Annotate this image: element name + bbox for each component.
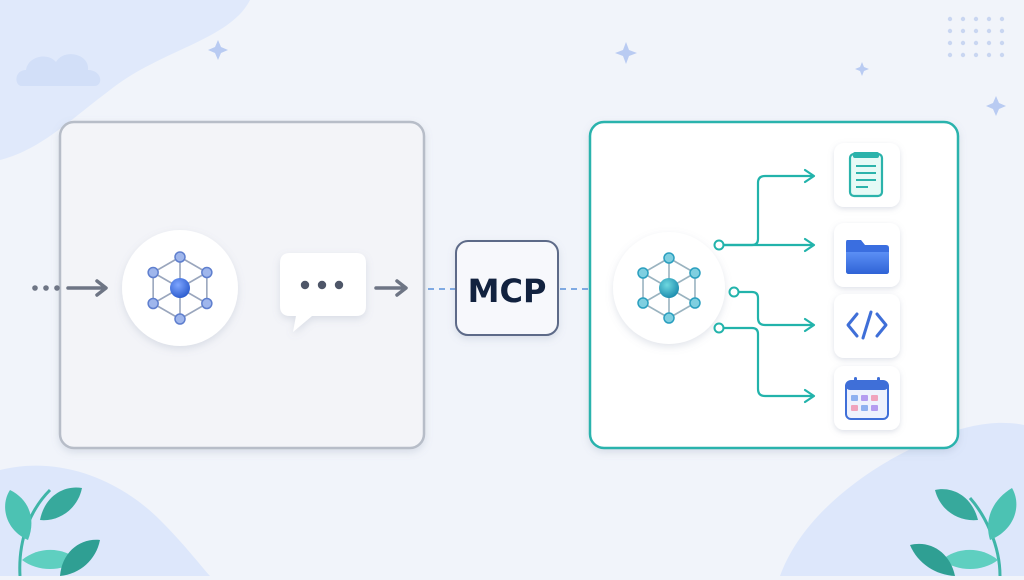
leaf-plant-right-icon <box>910 488 1017 577</box>
tool-card-calendar <box>834 366 900 430</box>
decor-dot <box>960 40 966 46</box>
bg-blob-top-left <box>0 0 250 160</box>
hub-node <box>201 266 213 279</box>
decor-dot <box>960 16 966 22</box>
connector-ports <box>713 239 740 334</box>
hub-center-node <box>170 278 190 298</box>
decor-dot <box>947 16 953 22</box>
hub-node <box>663 252 675 264</box>
hub-node <box>637 267 649 279</box>
decor-dot <box>999 40 1005 46</box>
mcp-label: MCP <box>468 272 547 310</box>
decor-dot <box>986 28 992 34</box>
client-outgoing-arrow <box>374 279 408 297</box>
decor-dot <box>960 52 966 58</box>
hub-node <box>174 251 186 263</box>
hub-center-node <box>659 278 679 298</box>
decor-dot <box>999 28 1005 34</box>
decor-dot <box>973 16 979 22</box>
hub-node <box>147 297 159 310</box>
code-icon <box>846 310 888 340</box>
decor-dot <box>960 28 966 34</box>
decor-dot <box>999 16 1005 22</box>
decor-dot <box>947 40 953 46</box>
decor-dot <box>986 40 992 46</box>
cloud-icon <box>16 54 101 86</box>
hub-node <box>201 297 213 310</box>
tool-connectors <box>717 168 816 404</box>
calendar-icon <box>845 377 889 420</box>
tool-card-notepad <box>834 143 900 207</box>
incoming-arrow <box>32 279 108 297</box>
network-hub-icon <box>147 251 213 325</box>
dot-grid-decor <box>947 16 1005 58</box>
hub-node <box>689 297 701 309</box>
decor-dot <box>973 40 979 46</box>
decor-dot <box>947 52 953 58</box>
tool-card-code <box>834 294 900 358</box>
hub-node <box>689 267 701 279</box>
hub-node <box>147 266 159 279</box>
mcp-box: MCP <box>455 240 559 336</box>
decor-dot <box>986 52 992 58</box>
connector-code <box>732 290 814 327</box>
server-hub <box>613 232 725 344</box>
hub-node <box>174 313 186 325</box>
client-hub <box>122 230 238 346</box>
leaf-plant-left-icon <box>5 487 100 577</box>
decor-dot <box>986 16 992 22</box>
notepad-icon <box>848 152 884 198</box>
bg-blob-bottom-left <box>0 465 210 576</box>
hub-node <box>663 312 675 324</box>
sparkle-icon <box>208 40 1006 116</box>
decor-dot <box>947 28 953 34</box>
hub-node <box>637 297 649 309</box>
client-panel <box>58 120 426 450</box>
bg-blob-bottom-right <box>780 422 1024 576</box>
decor-dot <box>973 28 979 34</box>
chat-bubble-icon <box>280 253 366 332</box>
decor-dot <box>999 52 1005 58</box>
folder-icon <box>846 240 889 274</box>
connector-calendar <box>717 326 814 398</box>
decor-dot <box>973 52 979 58</box>
network-hub-icon <box>637 252 701 324</box>
message-bubble <box>280 253 366 332</box>
tool-card-folder <box>834 223 900 287</box>
